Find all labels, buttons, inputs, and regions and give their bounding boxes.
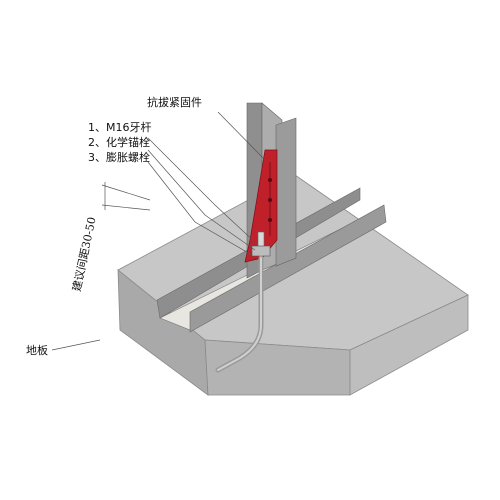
item-3-label: 3、膨胀螺栓 — [88, 150, 150, 164]
leader-floor — [51, 339, 101, 351]
spacing-dim-line-2 — [101, 204, 151, 211]
leader-item-1 — [147, 137, 259, 246]
spacing-label: 建议间距30-50 — [69, 216, 98, 293]
bolt-nut — [251, 245, 271, 257]
floor-label: 地板 — [26, 343, 48, 357]
fastener-label: 抗拔紧固件 — [147, 95, 202, 109]
slab-right-face — [349, 294, 469, 396]
stud-lip — [275, 117, 297, 267]
leader-fastener — [217, 111, 266, 161]
leader-item-2 — [147, 149, 256, 251]
track-right-flange — [189, 204, 387, 333]
leader-item-3 — [147, 161, 253, 256]
item-2-label: 2、化学锚栓 — [88, 135, 150, 149]
anchor-bolt — [215, 231, 271, 373]
spacing-dim-line-1 — [101, 184, 151, 201]
leader-lines — [51, 111, 266, 351]
item-1-label: 1、M16牙杆 — [88, 120, 152, 134]
